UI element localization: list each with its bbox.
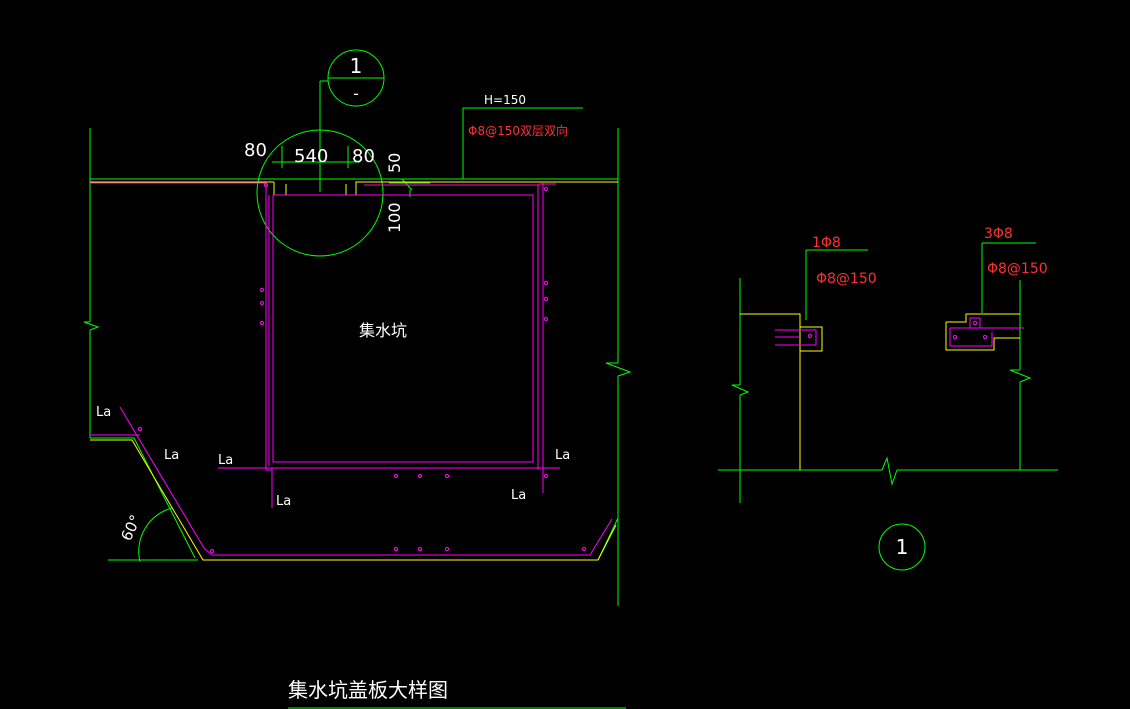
detail-left-top-bar: 1Φ8 (812, 235, 841, 251)
section-marker-sheet: - (353, 84, 359, 103)
main-structure-lines (83, 49, 632, 709)
dimension-top: 50 (385, 153, 404, 173)
detail-right-top-bar: 3Φ8 (984, 226, 1013, 242)
drawing-title: 集水坑盖板大样图 (288, 678, 448, 702)
section-marker-number[interactable]: 1 (350, 54, 363, 78)
anchorage-label-2: La (164, 448, 179, 463)
detail-left-stirrup: Φ8@150 (816, 271, 877, 287)
anchorage-label-4: La (276, 494, 291, 509)
detail-right-stirrup: Φ8@150 (987, 261, 1048, 277)
dimension-left-edge: 80 (244, 140, 267, 161)
pit-label: 集水坑 (359, 321, 407, 340)
cover-plate-thickness: H=150 (484, 93, 526, 107)
dimension-right-edge: 80 (352, 146, 375, 167)
anchorage-label-1: La (96, 405, 111, 420)
anchorage-label-6: La (511, 488, 526, 503)
cover-plate-reinforcement: Φ8@150双层双向 (468, 123, 568, 138)
anchorage-label-3: La (218, 453, 233, 468)
detail-slab-edges (740, 313, 1020, 470)
dimension-opening: 540 (294, 146, 328, 167)
rebar-lines (90, 182, 613, 556)
detail-rebar (775, 317, 1024, 347)
rebar-dots (137, 182, 587, 554)
detail-marker-number[interactable]: 1 (896, 535, 909, 559)
dimension-depth: 100 (385, 202, 404, 233)
anchorage-label-5: La (555, 448, 570, 463)
